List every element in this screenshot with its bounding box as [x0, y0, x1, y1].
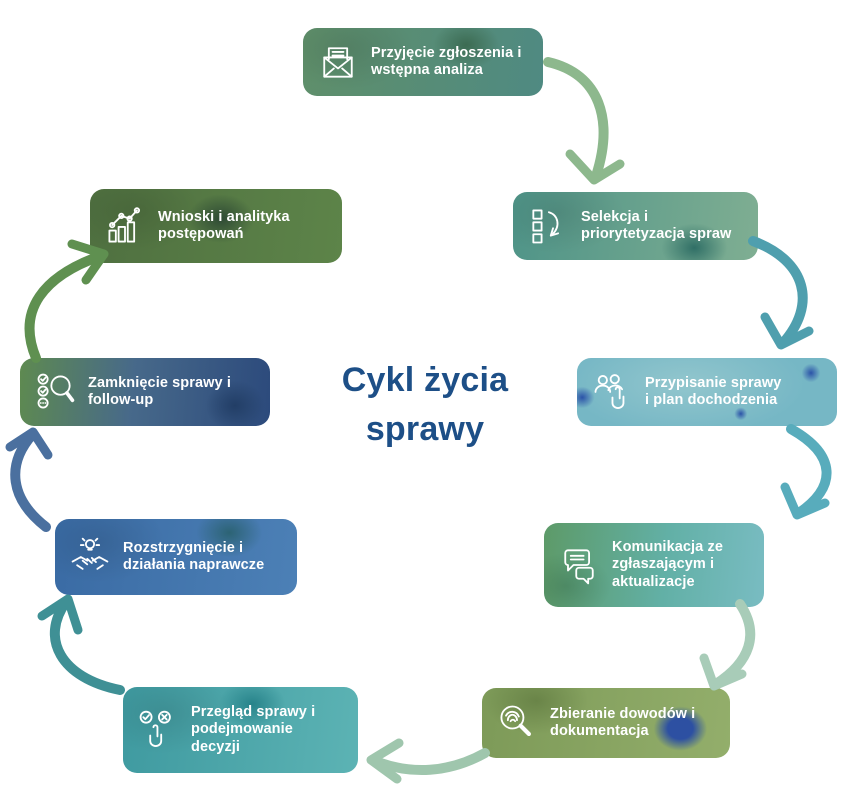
checklist-magnifier-icon — [33, 370, 77, 414]
arrow-step7-to-step8 — [5, 427, 53, 532]
chart-icon — [103, 204, 147, 248]
fingerprint-magnifier-icon — [495, 701, 539, 745]
arrow-step8-to-step9 — [24, 239, 109, 363]
diagram-title: Cykl życia sprawy — [341, 361, 509, 449]
arrow-step6-to-step7 — [37, 594, 125, 695]
checklist-arrow-icon — [526, 204, 570, 248]
arrow-step5-to-step6 — [366, 738, 490, 784]
chat-bubbles-icon — [557, 543, 601, 587]
arrow-step3-to-step4 — [780, 424, 832, 520]
envelope-icon — [316, 40, 360, 84]
arrow-step1-to-step2 — [543, 57, 625, 185]
arrow-step2-to-step3 — [748, 236, 814, 350]
users-hand-icon — [590, 370, 634, 414]
arrow-step4-to-step5 — [699, 599, 756, 691]
decision-hand-icon — [136, 708, 180, 752]
handshake-bulb-icon — [68, 535, 112, 579]
